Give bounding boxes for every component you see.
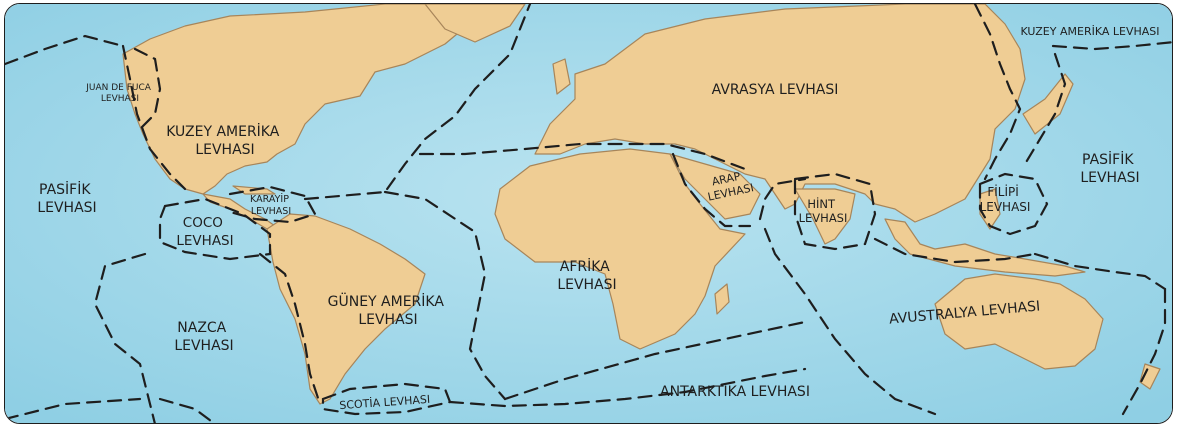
landmass-greenland — [424, 4, 526, 43]
boundary-japan-trench — [1023, 52, 1067, 166]
boundary-juan-de-fuca — [133, 47, 162, 134]
landmass-new-zealand — [1139, 363, 1161, 390]
label-south-america: GÜNEY AMERİKA LEVHASI — [328, 292, 449, 328]
boundary-caribbean — [228, 185, 317, 224]
label-pacific-west: PASİFİK LEVHASI — [37, 180, 96, 216]
boundary-african-north — [418, 142, 747, 171]
label-cocos: COCO LEVHASI — [176, 215, 233, 249]
label-indian: HİNT LEVHASI — [799, 196, 848, 225]
plate-labels: JUAN DE FUCA LEVHASI KUZEY AMERİKA LEVHA… — [37, 25, 1159, 412]
boundary-pacific-south — [158, 397, 216, 423]
boundary-indian — [793, 172, 877, 251]
boundary-atlantic-south — [383, 190, 507, 401]
boundary-mid-atlantic — [303, 4, 532, 201]
boundary-south-atlantic — [448, 367, 807, 408]
label-nazca: NAZCA LEVHASI — [174, 320, 233, 354]
boundary-tonga — [1033, 252, 1167, 291]
label-philippine: FİLİPİ LEVHASI — [980, 184, 1031, 214]
label-eurasia: AVRASYA LEVHASI — [712, 82, 839, 98]
boundary-sunda — [873, 237, 1037, 264]
boundary-kermadec — [1121, 287, 1167, 416]
boundary-nazca-west — [93, 252, 156, 423]
label-antarctic: ANTARKTİKA LEVHASI — [660, 382, 810, 400]
label-scotia: SCOTİA LEVHASI — [339, 393, 431, 412]
boundary-red-sea — [671, 152, 752, 228]
label-caribbean: KARAYİP LEVHASI — [250, 194, 292, 217]
landmass-australia — [934, 273, 1104, 370]
label-pacific-east: PASİFİK LEVHASI — [1080, 150, 1139, 186]
landmass-uk — [552, 58, 571, 95]
landmass-madagascar — [714, 283, 730, 315]
label-north-america: KUZEY AMERİKA LEVHASI — [166, 122, 284, 158]
boundary-cocos — [158, 197, 272, 261]
label-african: AFRİKA LEVHASI — [557, 257, 616, 293]
boundary-nazca-east — [258, 252, 322, 406]
landmass-arabia — [669, 153, 761, 220]
boundary-north-pacific — [5, 34, 125, 66]
boundary-na-east — [1051, 41, 1172, 51]
landmass-japan — [1022, 73, 1074, 135]
plate-boundaries — [5, 4, 1172, 423]
label-juan-de-fuca: JUAN DE FUCA LEVHASI — [85, 83, 154, 104]
landmass-africa — [494, 148, 746, 350]
boundary-na-west-coast — [121, 44, 192, 196]
boundary-indian-ocean-ridge — [763, 227, 937, 416]
map-canvas: JUAN DE FUCA LEVHASI KUZEY AMERİKA LEVHA… — [5, 4, 1172, 423]
boundary-arabian — [758, 177, 807, 221]
boundary-philippine — [978, 172, 1049, 236]
label-north-america-east: KUZEY AMERİKA LEVHASI — [1021, 25, 1160, 38]
landmass-eurasia — [534, 4, 1026, 223]
boundary-southern-ocean — [503, 320, 807, 401]
landmass-north-america — [122, 4, 476, 195]
boundary-antarctic-west — [5, 397, 142, 421]
landmass-india — [794, 188, 856, 245]
world-plate-map: JUAN DE FUCA LEVHASI KUZEY AMERİKA LEVHA… — [4, 3, 1173, 424]
